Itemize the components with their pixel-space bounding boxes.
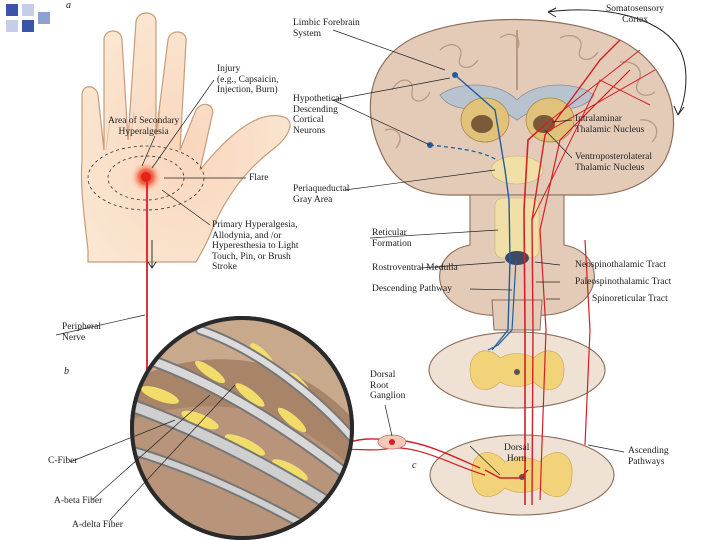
spinal-cord-section-lower xyxy=(429,434,615,516)
label-a-beta-fiber: A-beta Fiber xyxy=(54,496,103,506)
ascending-tracts xyxy=(523,39,656,506)
label-injury: Injury(e.g., Capsaicin,Injection, Burn) xyxy=(217,64,279,95)
corner-decoration xyxy=(0,0,60,40)
nerve-fiber-magnifier xyxy=(130,316,354,540)
down-arrow-icon xyxy=(147,240,157,269)
panel-letter-b: b xyxy=(64,366,69,377)
dorsal-root-ganglion xyxy=(339,404,486,476)
cortex-arc-arrow xyxy=(547,9,687,116)
hand-leader-lines xyxy=(141,79,246,226)
hand xyxy=(80,12,291,263)
label-spinoreticular: Spinoreticular Tract xyxy=(592,294,668,304)
label-c-fiber: C-Fiber xyxy=(48,456,78,466)
label-descending-pathway: Descending Pathway xyxy=(372,284,452,294)
label-flare: Flare xyxy=(249,173,269,183)
label-rostroventral-medulla: Rostroventral Medulla xyxy=(372,263,458,273)
descending-pathway xyxy=(429,74,517,351)
spinal-cord-section-upper xyxy=(428,331,606,409)
label-neospinothalamic: Neospinothalamic Tract xyxy=(575,260,667,270)
panel-letter-a: a xyxy=(66,0,71,11)
label-primary-hyperalgesia: Primary Hyperalgesia,Allodynia, and /or … xyxy=(212,220,299,272)
label-a-delta-fiber: A-delta Fiber xyxy=(72,520,123,530)
label-paleospinothalamic: Paleospinothalamic Tract xyxy=(575,277,672,287)
fiber-leader-lines xyxy=(69,384,236,521)
panel-letter-c: c xyxy=(412,460,417,471)
brain-leader-lines xyxy=(332,29,573,300)
